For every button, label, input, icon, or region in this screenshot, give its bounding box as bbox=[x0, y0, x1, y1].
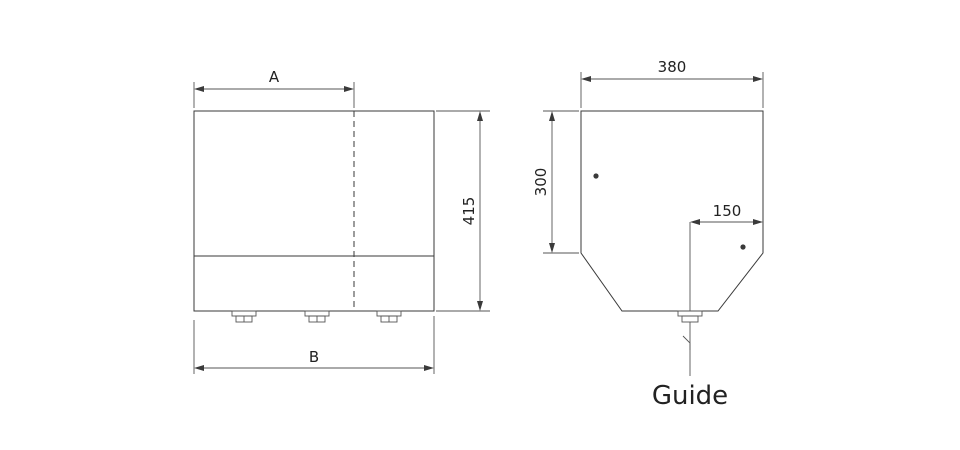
side-hole-right bbox=[740, 244, 746, 250]
front-fitting-left bbox=[231, 310, 257, 323]
side-hole-left bbox=[593, 173, 599, 179]
dimension-300: 300 bbox=[532, 110, 579, 254]
dimension-150-label: 150 bbox=[713, 202, 742, 220]
front-body-outline bbox=[193, 110, 435, 312]
front-view: A B 415 bbox=[193, 68, 490, 374]
dimension-150: 150 bbox=[689, 202, 763, 311]
front-fitting-middle bbox=[304, 310, 330, 323]
dimension-300-label: 300 bbox=[532, 168, 550, 197]
dimension-415-label: 415 bbox=[460, 197, 478, 226]
dimension-a: A bbox=[193, 68, 355, 108]
guide-fitting bbox=[677, 310, 703, 323]
dimension-b: B bbox=[193, 316, 435, 374]
side-body-outline bbox=[580, 110, 764, 312]
dimension-415: 415 bbox=[436, 110, 490, 312]
dimension-b-label: B bbox=[309, 348, 319, 366]
dimension-380: 380 bbox=[580, 58, 764, 108]
front-fitting-right bbox=[376, 310, 402, 323]
side-view: 380 300 150 Guide bbox=[532, 58, 764, 411]
dimension-a-label: A bbox=[269, 68, 280, 86]
guide-leader bbox=[682, 322, 691, 376]
dimension-380-label: 380 bbox=[658, 58, 687, 76]
guide-label: Guide bbox=[652, 381, 728, 411]
